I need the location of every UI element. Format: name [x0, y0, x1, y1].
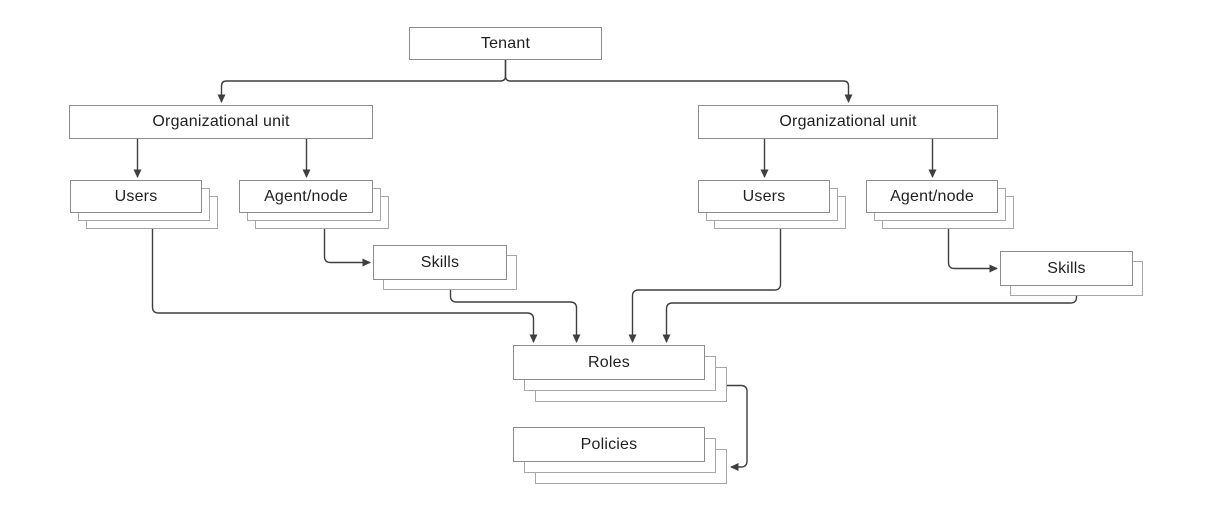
organizational-unit-right-box: Organizational unit — [698, 105, 998, 139]
roles-label: Roles — [588, 353, 630, 371]
users-right-label: Users — [742, 187, 786, 205]
policies-label: Policies — [580, 435, 638, 453]
users-left-box: Users — [70, 180, 202, 213]
node-agent-node-right: Agent/node — [866, 180, 1014, 229]
organizational-unit-left-box: Organizational unit — [69, 105, 373, 139]
edge-skills-right-roles — [662, 296, 1078, 343]
edge-tenant-org-right — [504, 60, 853, 103]
users-left-label: Users — [114, 187, 158, 205]
node-users-left: Users — [70, 180, 218, 229]
node-policies: Policies — [513, 427, 727, 484]
skills-left-box: Skills — [373, 245, 507, 280]
users-right-box: Users — [698, 180, 830, 213]
edge-roles-policies — [727, 384, 748, 471]
skills-right-label: Skills — [1047, 259, 1086, 277]
edge-tenant-org-left — [217, 60, 507, 103]
edge-skills-left-roles — [449, 290, 581, 343]
agent-node-left-label: Agent/node — [264, 187, 348, 205]
tenant-box: Tenant — [409, 27, 602, 60]
node-skills-left: Skills — [373, 245, 517, 290]
node-organizational-unit-left: Organizational unit — [69, 105, 373, 139]
organizational-unit-left-label: Organizational unit — [152, 113, 290, 130]
node-skills-right: Skills — [1000, 251, 1143, 296]
roles-box: Roles — [513, 345, 705, 380]
tenant-label: Tenant — [480, 34, 531, 52]
edge-agent-left-skills-left — [323, 229, 371, 267]
agent-node-right-box: Agent/node — [866, 180, 998, 213]
edge-users-left-roles — [151, 229, 538, 343]
edge-users-right-roles — [628, 229, 782, 343]
agent-node-right-label: Agent/node — [890, 187, 974, 205]
agent-node-left-box: Agent/node — [239, 180, 373, 213]
node-users-right: Users — [698, 180, 846, 229]
organizational-unit-right-label: Organizational unit — [779, 113, 917, 130]
skills-left-label: Skills — [420, 253, 460, 271]
node-agent-node-left: Agent/node — [239, 180, 389, 229]
node-roles: Roles — [513, 345, 727, 402]
node-organizational-unit-right: Organizational unit — [698, 105, 998, 139]
node-tenant: Tenant — [409, 27, 602, 60]
policies-box: Policies — [513, 427, 705, 462]
edge-agent-right-skills-right — [947, 229, 998, 273]
skills-right-box: Skills — [1000, 251, 1133, 286]
